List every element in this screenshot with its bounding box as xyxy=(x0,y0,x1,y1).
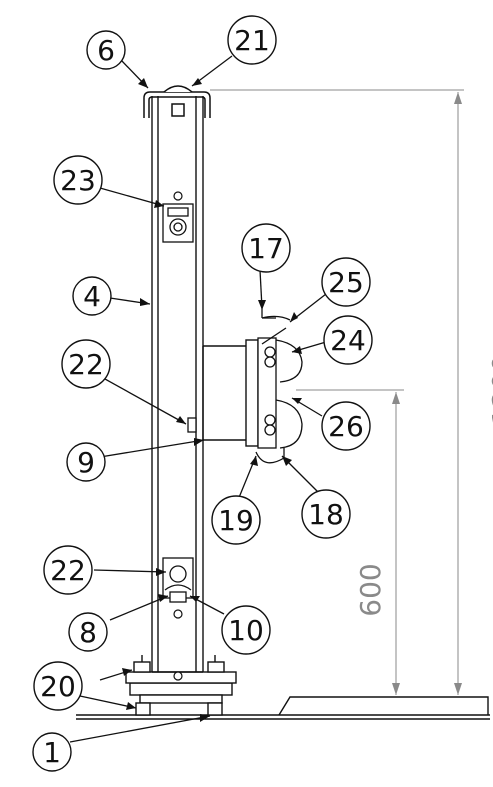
callout-20: 20 xyxy=(33,661,83,711)
svg-text:21: 21 xyxy=(234,24,270,57)
callout-24: 24 xyxy=(323,315,373,365)
callout-22-upper: 22 xyxy=(61,339,111,389)
callout-4: 4 xyxy=(72,276,112,316)
svg-text:20: 20 xyxy=(40,670,76,703)
device-head xyxy=(255,308,303,464)
svg-text:24: 24 xyxy=(330,324,366,357)
callout-17: 17 xyxy=(241,223,291,273)
svg-text:17: 17 xyxy=(248,232,284,265)
callout-19: 19 xyxy=(211,495,261,545)
svg-text:8: 8 xyxy=(79,616,97,649)
post-holes xyxy=(173,191,183,681)
svg-text:26: 26 xyxy=(328,410,364,443)
svg-text:9: 9 xyxy=(77,446,95,479)
callout-10: 10 xyxy=(221,605,271,655)
dimension-1200: 1200 xyxy=(486,354,493,425)
side-arm xyxy=(202,339,259,447)
callout-8: 8 xyxy=(68,612,108,652)
svg-text:25: 25 xyxy=(328,266,364,299)
anchor-bolt-left xyxy=(133,655,151,716)
svg-text:1: 1 xyxy=(43,736,61,769)
callout-9: 9 xyxy=(66,442,106,482)
callout-25: 25 xyxy=(321,257,371,307)
svg-text:22: 22 xyxy=(68,348,104,381)
svg-text:6: 6 xyxy=(97,34,115,67)
floor-slab xyxy=(278,696,489,716)
callout-22-lower: 22 xyxy=(43,545,93,595)
svg-text:4: 4 xyxy=(83,280,101,313)
callout-18: 18 xyxy=(301,489,351,539)
leader-arrowheads xyxy=(122,78,302,722)
callout-26: 26 xyxy=(321,401,371,451)
dimension-arrows xyxy=(392,92,462,695)
callout-6: 6 xyxy=(86,30,126,70)
callout-21: 21 xyxy=(227,15,277,65)
dimension-600: 600 xyxy=(354,563,387,616)
svg-text:19: 19 xyxy=(218,504,254,537)
leader-lines xyxy=(69,55,327,743)
svg-text:10: 10 xyxy=(228,614,264,647)
svg-text:23: 23 xyxy=(60,164,96,197)
callout-23: 23 xyxy=(53,155,103,205)
callout-1: 1 xyxy=(32,732,72,772)
dimension-lines xyxy=(210,89,464,695)
mid-post-bolt xyxy=(187,417,197,433)
lower-clamp xyxy=(162,557,194,603)
svg-text:22: 22 xyxy=(50,554,86,587)
svg-text:18: 18 xyxy=(308,498,344,531)
anchor-bolt-right xyxy=(207,655,225,716)
top-cap xyxy=(143,85,211,118)
upper-clamp xyxy=(162,203,194,243)
